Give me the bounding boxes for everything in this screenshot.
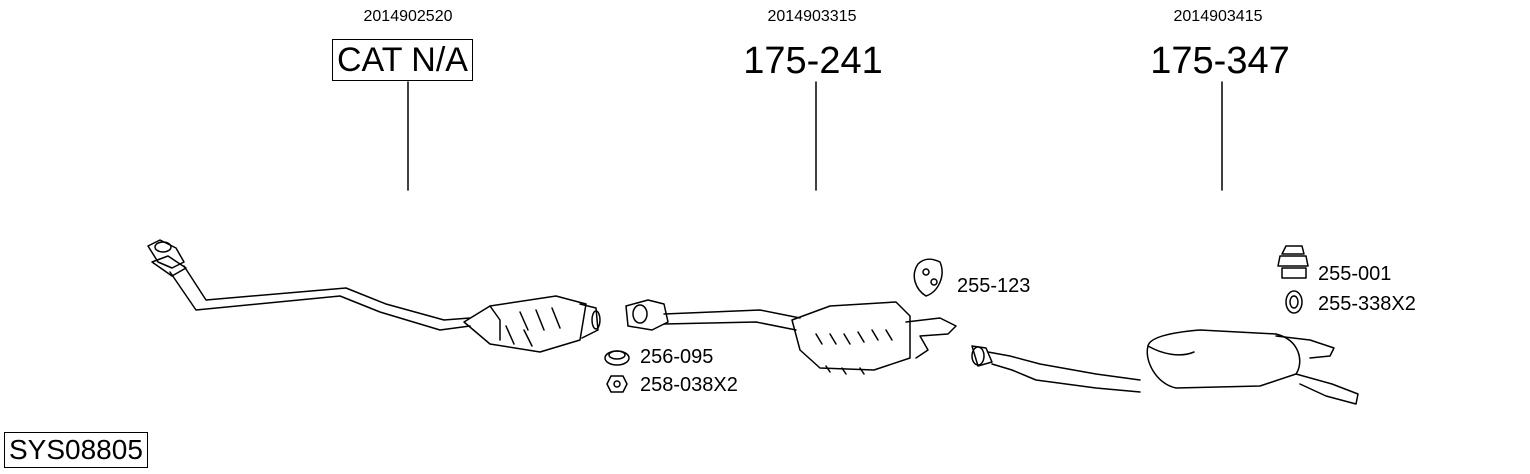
- oem-number-1: 2014902520: [363, 8, 453, 25]
- accessory-label-255-001: 255-001: [1318, 263, 1392, 285]
- hanger-255-123: [913, 258, 943, 297]
- accessory-label-258-038X2: 258-038X2: [640, 374, 738, 396]
- ring-icon-255-338X2: [1285, 290, 1303, 314]
- accessory-label-255-338X2: 255-338X2: [1318, 293, 1416, 315]
- accessory-label-255-123: 255-123: [957, 275, 1031, 297]
- centre-pipe: [625, 299, 957, 375]
- oem-number-3: 2014903415: [1173, 8, 1263, 25]
- catalytic-converter: [463, 295, 601, 353]
- nut-icon-258-038X2: [606, 375, 628, 393]
- system-code-label: SYS08805: [4, 432, 148, 468]
- rear-pipe: [971, 329, 1359, 405]
- part-number-3: 175-347: [1150, 40, 1290, 82]
- part-number-1: CAT N/A: [332, 39, 473, 81]
- hanger-icon-255-001: [1277, 245, 1309, 279]
- front-pipe: [147, 239, 471, 331]
- accessory-label-256-095: 256-095: [640, 346, 714, 368]
- part-number-2: 175-241: [743, 40, 883, 82]
- clamp-icon-256-095: [604, 350, 630, 366]
- oem-number-2: 2014903315: [767, 8, 857, 25]
